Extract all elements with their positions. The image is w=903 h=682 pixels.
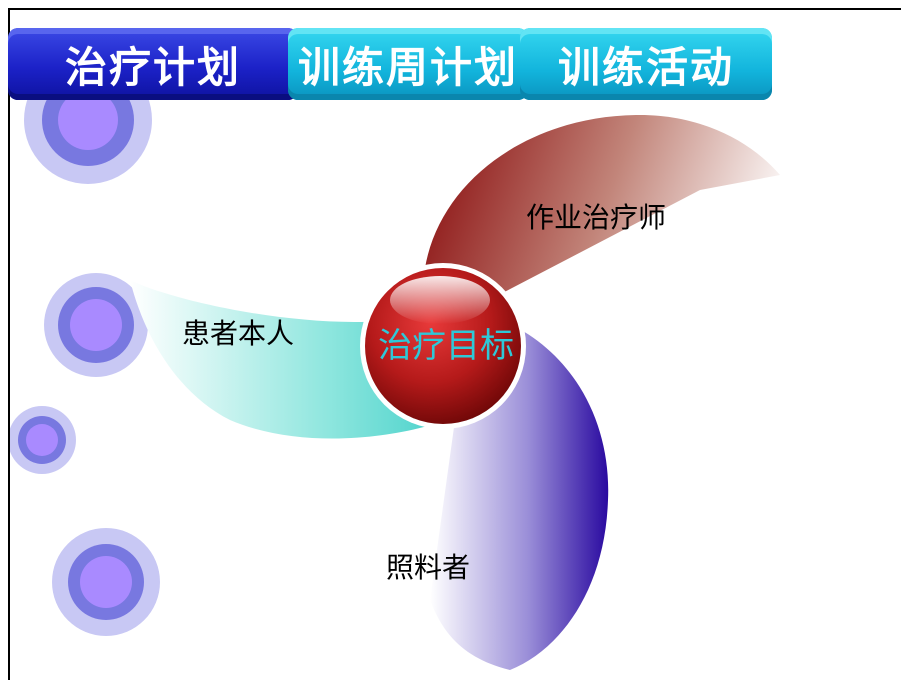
slide-frame: [8, 8, 901, 680]
tab-weekly-training-plan[interactable]: 训练周计划: [288, 28, 528, 100]
petal-patient: [130, 280, 460, 439]
tab-treatment-plan[interactable]: 治疗计划: [8, 28, 298, 100]
deco-circle-2: [44, 273, 148, 377]
deco-circle-4: [52, 528, 160, 636]
label-patient: 患者本人: [182, 317, 295, 350]
petal-therapist: [425, 115, 780, 310]
center-ball: [360, 263, 526, 429]
center-label: 治疗目标: [378, 326, 514, 366]
label-caregiver: 照料者: [386, 551, 471, 584]
deco-circle-3: [8, 406, 76, 474]
label-therapist: 作业治疗师: [526, 201, 667, 234]
tab-training-activities[interactable]: 训练活动: [520, 28, 772, 100]
